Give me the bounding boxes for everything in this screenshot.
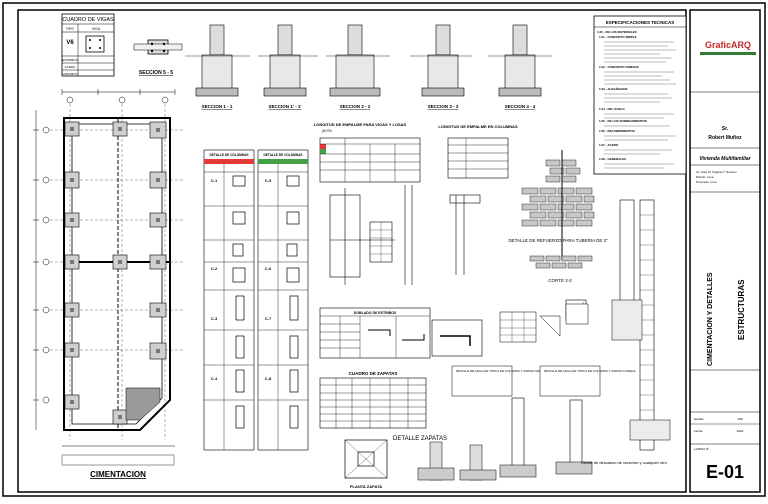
beam-code: V6	[66, 40, 74, 46]
footings-section-detail: DETALLE ZAPATAS	[393, 436, 497, 481]
small-detail-tables	[499, 303, 589, 343]
plan-title: CIMENTACION	[90, 470, 146, 479]
footing-plan-detail: PLANTA ZAPATA	[344, 439, 388, 489]
columns-detail-title-a: DETALLE DE COLUMNAS	[209, 153, 248, 157]
address-line-2: Distrito: Lima	[696, 175, 714, 179]
drawing-frame	[17, 9, 687, 493]
section-2-2-drawing	[326, 24, 390, 97]
nota-desencofrado: Desde de descanso de concreto y cualquie…	[581, 460, 668, 465]
beam-col-tipo: TIPO	[66, 27, 74, 31]
column-label-c7: C-7	[265, 316, 272, 321]
column-label-c1: C-1	[211, 178, 218, 183]
foundation-plan: CIMENTACION	[33, 89, 185, 479]
technical-specs: ESPECIFICACIONES TECNICAS 1.00 - DE LOS …	[593, 15, 687, 175]
drawing-title-2: ESTRUCTURAS	[737, 279, 746, 340]
pipe-reinforcement-detail: DETALLE DE REFUERZO PARA TUBERIA DE 2" C…	[508, 150, 608, 283]
empalme-title: LONGITUD DE EMPALME PARA VIGAS Y LOSAS	[314, 122, 407, 127]
specs-group-4: 1.04 - DEL SUELO	[599, 107, 625, 111]
columns-header-red	[204, 159, 254, 164]
date-label: Fecha:	[694, 429, 703, 433]
title-block-frame	[689, 9, 761, 493]
anclaje-1-label: DETALLE DE ANCLAJE TIPICO DE COLUMNA Y Z…	[456, 369, 550, 373]
column-label-c5: C-5	[265, 178, 272, 183]
owner-label: Sr.	[722, 126, 729, 132]
column-label-c6: C-6	[265, 266, 272, 271]
section-1p-1p-label: SECCION 1' - 1'	[269, 104, 302, 109]
section-5-5-label: SECCION 5 - 5	[139, 70, 173, 76]
empalme-note: (NOTA:	[322, 129, 333, 133]
refuerzo-title: DETALLE DE REFUERZO PARA TUBERIA DE 2"	[508, 238, 608, 243]
beam-row-estribos: ESTRIBOS	[62, 58, 77, 62]
detalle-zapatas-label: DETALLE ZAPATAS	[393, 436, 447, 442]
company-logo: GraficARQ	[705, 40, 751, 50]
section-4-4-label: SECCION 4 - 4	[505, 104, 536, 109]
anchorage-details: DETALLE DE ANCLAJE TIPICO DE COLUMNA Y Z…	[451, 365, 668, 478]
specs-group-6: 1.06 - RECUBRIMIENTOS	[599, 129, 635, 133]
beam-row-concreto: CONCRETO	[61, 72, 79, 76]
beam-table-title: CUADRO DE VIGAS	[62, 17, 114, 23]
beam-reinforcement-detail	[329, 185, 481, 285]
specs-group-0: 1.00 - DE LOS MATERIALES	[597, 30, 637, 34]
specs-title: ESPECIFICACIONES TECNICAS	[606, 20, 675, 25]
section-4-4-drawing	[488, 24, 552, 97]
address-line-3: Provincia: Lima	[696, 180, 717, 184]
column-label-c3: C-3	[211, 316, 218, 321]
title-block: GraficARQ Sr. Robert Muñoz Vivienda Mult…	[690, 40, 760, 482]
anclaje-2-label: DETALLE DE ANCLAJE TIPICO DE COLUMNA Y Z…	[544, 369, 636, 373]
columns-detail-title-b: DETALLE DE COLUMNAS	[263, 153, 302, 157]
planta-zapata-label: PLANTA ZAPATA	[350, 484, 382, 489]
specs-group-5: 1.05 - DE LOS SOBRECIMIENTOS	[599, 119, 647, 123]
project-label: Vivienda Multifamiliar	[699, 156, 751, 162]
empalme-cols-title: LONGITUD DE EMPALME EN COLUMNAS	[438, 124, 518, 129]
zapatas-table-title: CUADRO DE ZAPATAS	[349, 371, 398, 376]
column-label-c8: C-8	[265, 376, 272, 381]
specs-group-2: 1.02 - CONCRETO ARMADO	[599, 65, 640, 69]
sheet-code: E-01	[706, 462, 744, 482]
empalme-red-cell	[320, 144, 326, 149]
drawing-title-1: CIMENTACION Y DETALLES	[707, 272, 714, 366]
section-2-2-label: SECCION 2 - 2	[340, 104, 371, 109]
section-3-3-drawing	[410, 24, 472, 97]
splice-tables: LONGITUD DE EMPALME PARA VIGAS Y LOSAS (…	[314, 122, 518, 285]
outer-border	[2, 2, 766, 497]
address-line-1: Av. Jose M. Pagina nº Numero	[696, 170, 737, 174]
beam-table: CUADRO DE VIGAS TIPO VIGA V6 ESTRIBOS AC…	[61, 13, 115, 77]
empalme-green-cell	[320, 149, 326, 154]
specs-group-3: 1.03 - ALBAÑILERIA	[599, 86, 629, 91]
beam-col-viga: VIGA	[92, 27, 101, 31]
column-label-c2: C-2	[211, 266, 218, 271]
corte-2-2-label: CORTE 2-2	[548, 278, 572, 283]
columns-detail-table: DETALLE DE COLUMNAS DETALLE DE COLUMNAS …	[203, 149, 309, 451]
footings-table: CUADRO DE ZAPATAS	[319, 371, 427, 429]
column-label-c4: C-4	[211, 376, 218, 381]
stirrup-bending-table: DOBLADO DE ESTRIBOS	[319, 307, 483, 359]
section-1-1-drawing	[185, 24, 250, 97]
date-value: 2020	[737, 429, 744, 433]
specs-group-8: 1.08 - GENERALES	[599, 157, 626, 161]
section-1p-1p-drawing	[258, 24, 318, 97]
dobles-title: DOBLADO DE ESTRIBOS	[354, 311, 397, 315]
columns-header-green	[258, 159, 308, 164]
sheet-number-label: LAMINA Nº	[694, 447, 710, 451]
section-5-5: SECCION 5 - 5	[133, 39, 183, 76]
section-3-3-label: SECCION 3 - 3	[428, 104, 459, 109]
specs-group-7: 1.07 - ACERO	[599, 143, 619, 147]
foundation-sections: SECCION 1 - 1 SECCION 1' - 1' SECCION 2 …	[185, 24, 552, 109]
beam-row-acero: ACERO	[65, 65, 76, 69]
section-1-1-label: SECCION 1 - 1	[202, 104, 233, 109]
specs-group-1: 1.01 - CONCRETO SIMPLE	[599, 35, 637, 39]
owner-name: Robert Muñoz	[708, 135, 742, 141]
scale-value: 1/50	[737, 417, 743, 421]
logo-underline	[700, 52, 756, 55]
scale-label: Escala:	[694, 417, 704, 421]
